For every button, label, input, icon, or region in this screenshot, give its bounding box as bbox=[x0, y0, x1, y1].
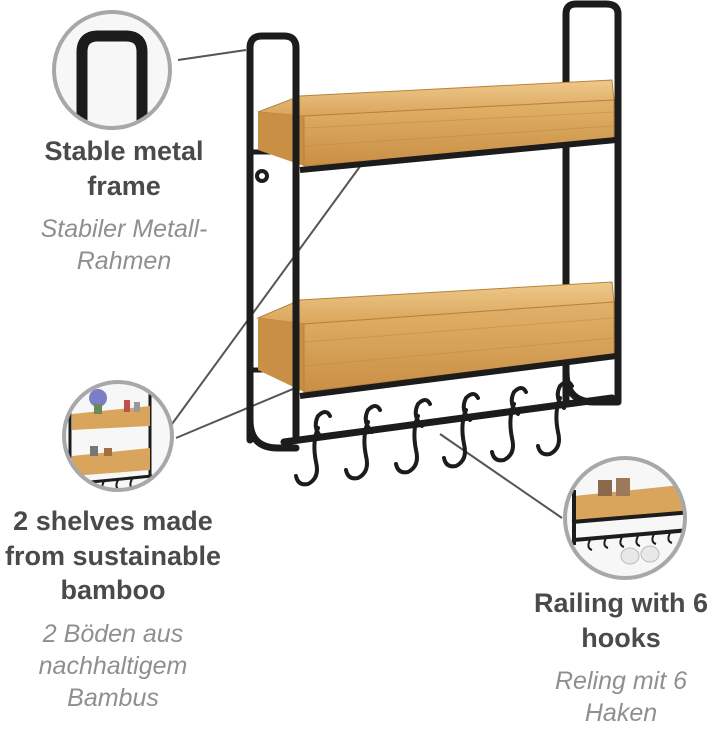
hook-5 bbox=[490, 386, 528, 463]
hook-1 bbox=[294, 410, 332, 487]
hook-3 bbox=[394, 398, 432, 475]
caption-frame-de: Stabiler Metall-Rahmen bbox=[40, 215, 208, 276]
caption-shelves: 2 shelves made from sustainable bamboo 2… bbox=[0, 504, 226, 714]
hook-4 bbox=[442, 392, 480, 469]
leader-line-shelf-top bbox=[171, 149, 373, 425]
caption-shelves-en: 2 shelves made from sustainable bamboo bbox=[4, 506, 222, 606]
callout-railing-detail bbox=[563, 456, 687, 580]
caption-shelves-de: 2 Böden aus nachhaltigem Bambus bbox=[38, 619, 188, 712]
caption-railing-en: Railing with 6 hooks bbox=[533, 588, 708, 653]
hook-6 bbox=[536, 380, 574, 457]
hooks bbox=[294, 380, 574, 487]
leader-line-frame bbox=[177, 49, 247, 61]
hook-2 bbox=[344, 404, 382, 481]
metal-frame bbox=[246, 0, 622, 452]
caption-railing: Railing with 6 hooks Reling mit 6 Haken bbox=[522, 586, 720, 729]
bamboo-shelf-top bbox=[257, 79, 617, 173]
bamboo-shelf-bottom bbox=[256, 281, 617, 399]
callout-shelves-detail bbox=[62, 380, 174, 492]
caption-frame: Stable metal frame Stabiler Metall-Rahme… bbox=[4, 134, 244, 277]
callout-frame-detail bbox=[52, 10, 172, 130]
caption-railing-de: Reling mit 6 Haken bbox=[555, 667, 687, 728]
leader-line-railing bbox=[439, 433, 563, 519]
caption-frame-en: Stable metal frame bbox=[44, 136, 204, 201]
